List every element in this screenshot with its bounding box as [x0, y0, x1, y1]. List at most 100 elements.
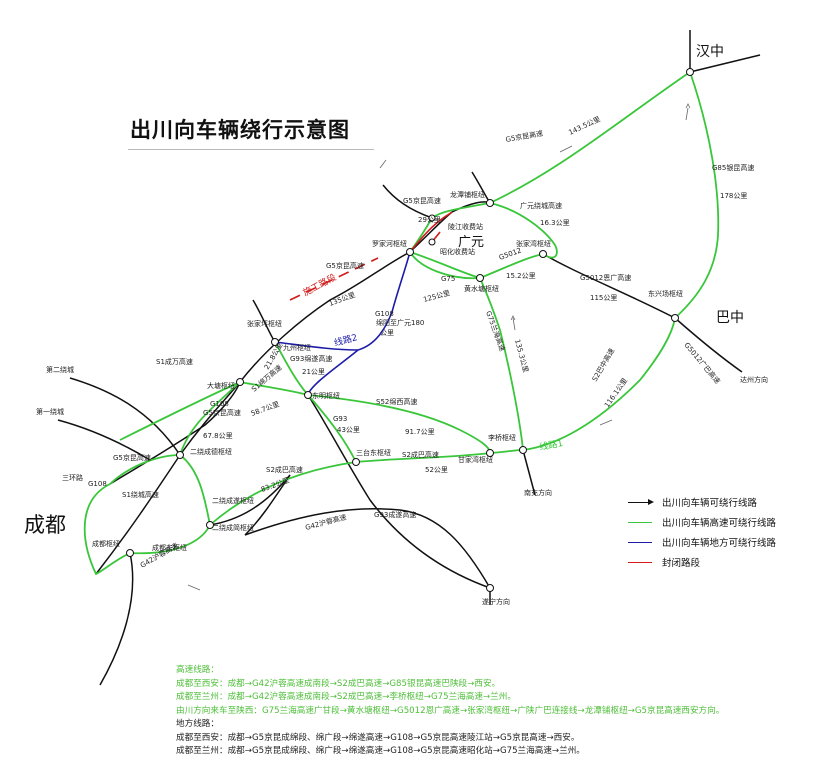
- node-zhangjiaping: [271, 338, 279, 346]
- road-g5-hanzhong: [489, 71, 691, 204]
- label-route2: 线路2: [333, 331, 359, 349]
- label-text: 九州枢纽: [283, 343, 311, 352]
- label-text: 陵江收费站: [448, 222, 483, 231]
- label-route1: 线路1: [538, 437, 563, 453]
- legend-arrow-swatch: [628, 498, 654, 505]
- road-g5-north: [382, 184, 433, 219]
- label-text: 甘家湾枢纽: [458, 455, 493, 464]
- label-text: 143.5公里: [567, 115, 601, 137]
- label-text: 东明枢纽: [312, 391, 340, 400]
- label-text: 二绕成德枢纽: [190, 447, 232, 456]
- notes-heading-local: 地方线路：: [176, 719, 219, 729]
- road-closed-construction: [289, 257, 379, 301]
- notes-line: 成都至西安：成都→G42沪蓉高速成南段→S2成巴高速→G85银昆高速巴陕段→西安…: [176, 678, 501, 689]
- node-zhangjiawan: [539, 250, 547, 258]
- road-closed-g5: [409, 211, 453, 253]
- label-text: 罗家河枢纽: [372, 239, 407, 248]
- city-chengdu: 成都: [24, 513, 66, 537]
- node-erraocheng: [176, 451, 184, 459]
- arrow-icon: [187, 584, 201, 591]
- label-construction: 施工路段: [301, 271, 338, 299]
- notes-line: 成都至兰州：成都→G42沪蓉高速成南段→S2成巴高速→李桥枢纽→G75兰海高速→…: [176, 692, 516, 702]
- label-text: 三环路: [62, 473, 83, 482]
- label-text: 张家坪枢纽: [247, 319, 282, 328]
- label-text: 15.2公里: [506, 272, 536, 280]
- road-dier-raocheng-l: [69, 377, 181, 456]
- road-chengdu-g42: [99, 552, 134, 686]
- node-luojiahe: [406, 248, 414, 256]
- label-text: 16.3公里: [540, 219, 570, 227]
- legend-label: 封闭路段: [662, 558, 701, 569]
- legend-red-swatch: [628, 561, 652, 563]
- node-erjia: [206, 521, 214, 529]
- city-bazhong: 巴中: [716, 310, 744, 326]
- page-title: 出川向车辆绕行示意图: [130, 118, 350, 142]
- node-datang: [236, 378, 244, 386]
- city-guangyuan: 广元: [458, 235, 484, 250]
- node-suining: [486, 584, 494, 592]
- road-s1-chengwan: [109, 381, 241, 485]
- label-text: 第一绕城: [36, 407, 64, 416]
- legend-item: 出川向车辆可绕行线路: [628, 492, 776, 512]
- road-g42-east: [244, 507, 491, 589]
- label-text: G93成遂高速: [374, 510, 416, 519]
- road-g93-mianyang: [209, 474, 291, 526]
- legend-label: 出川向车辆可绕行线路: [662, 498, 758, 509]
- label-text: 125公里: [422, 289, 451, 304]
- arrow-icon: [510, 315, 516, 331]
- ring-outer-west: [119, 381, 241, 456]
- road-hanzhong-e: [689, 54, 761, 73]
- label-text: G93绵遂高速: [290, 354, 332, 363]
- label-text: G108: [88, 480, 107, 488]
- legend-label: 出川向车辆高速可绕行线路: [662, 518, 777, 529]
- node-longtan: [486, 199, 494, 207]
- arrow-icon: [379, 159, 387, 169]
- label-text: G5京昆高速: [403, 196, 441, 205]
- legend-green-swatch: [628, 521, 652, 523]
- label-text: 绵阳至广元180: [376, 318, 424, 327]
- label-text: G5京昆高速: [113, 453, 151, 462]
- label-text: 张家湾枢纽: [516, 239, 551, 248]
- road-diyi-raocheng-l: [57, 419, 151, 461]
- label-text: 第二绕城: [46, 365, 74, 374]
- road-g75-huangshui: [409, 251, 481, 280]
- label-text: S2成巴高速: [266, 465, 303, 474]
- road-g5012-bazhong: [542, 253, 676, 319]
- label-text: 南充方向: [524, 488, 552, 497]
- road-blue-g108: [274, 251, 411, 351]
- road-g93-suining: [307, 394, 491, 589]
- node-rjh: [428, 238, 436, 246]
- label-text: 黄水塘枢纽: [464, 284, 499, 293]
- road-g75-lanhai: [479, 277, 524, 451]
- road-zhangjiaping-dongming: [274, 341, 309, 396]
- node-bazhong: [671, 314, 679, 322]
- node-dongming: [304, 391, 312, 399]
- label-text: 二绕成遂枢纽: [212, 496, 254, 505]
- legend-item: 封闭路段: [628, 552, 776, 572]
- notes-heading-highway: 高速线路：: [176, 665, 219, 675]
- arrow-icon: [685, 103, 691, 121]
- node-gaojia: [486, 449, 494, 457]
- legend-item: 出川向车辆高速可绕行线路: [628, 512, 776, 532]
- label-text: 67.8公里: [203, 432, 233, 440]
- label-text: G75: [441, 275, 455, 283]
- node-santai: [352, 458, 360, 466]
- label-text: G85银昆高速: [712, 163, 754, 172]
- label-text: G5京昆高速: [203, 408, 241, 417]
- label-text: G5012广巴高速: [682, 341, 722, 386]
- arrow-icon: [599, 419, 613, 426]
- node-hanzhong: [686, 68, 694, 76]
- label-text: G5京昆高速: [505, 129, 544, 144]
- label-text: 52公里: [425, 466, 448, 474]
- label-text: G5012: [498, 246, 523, 261]
- road-xianlu1: [522, 317, 676, 451]
- label-text: 达州方向: [740, 375, 768, 384]
- road-g93-green: [307, 394, 357, 463]
- nodes: [126, 68, 694, 592]
- node-lixiang: [519, 446, 527, 454]
- notes-line: 成都至西安：成都→G5京昆成绵段、绵广段→绵遂高速→G108→G5京昆高速陵江站…: [176, 732, 580, 743]
- notes-line: 由川方向来车至陕西：G75兰海高速广甘段→黄水塘枢纽→G5012恩广高速→张家湾…: [176, 705, 725, 716]
- title-divider: [128, 149, 374, 150]
